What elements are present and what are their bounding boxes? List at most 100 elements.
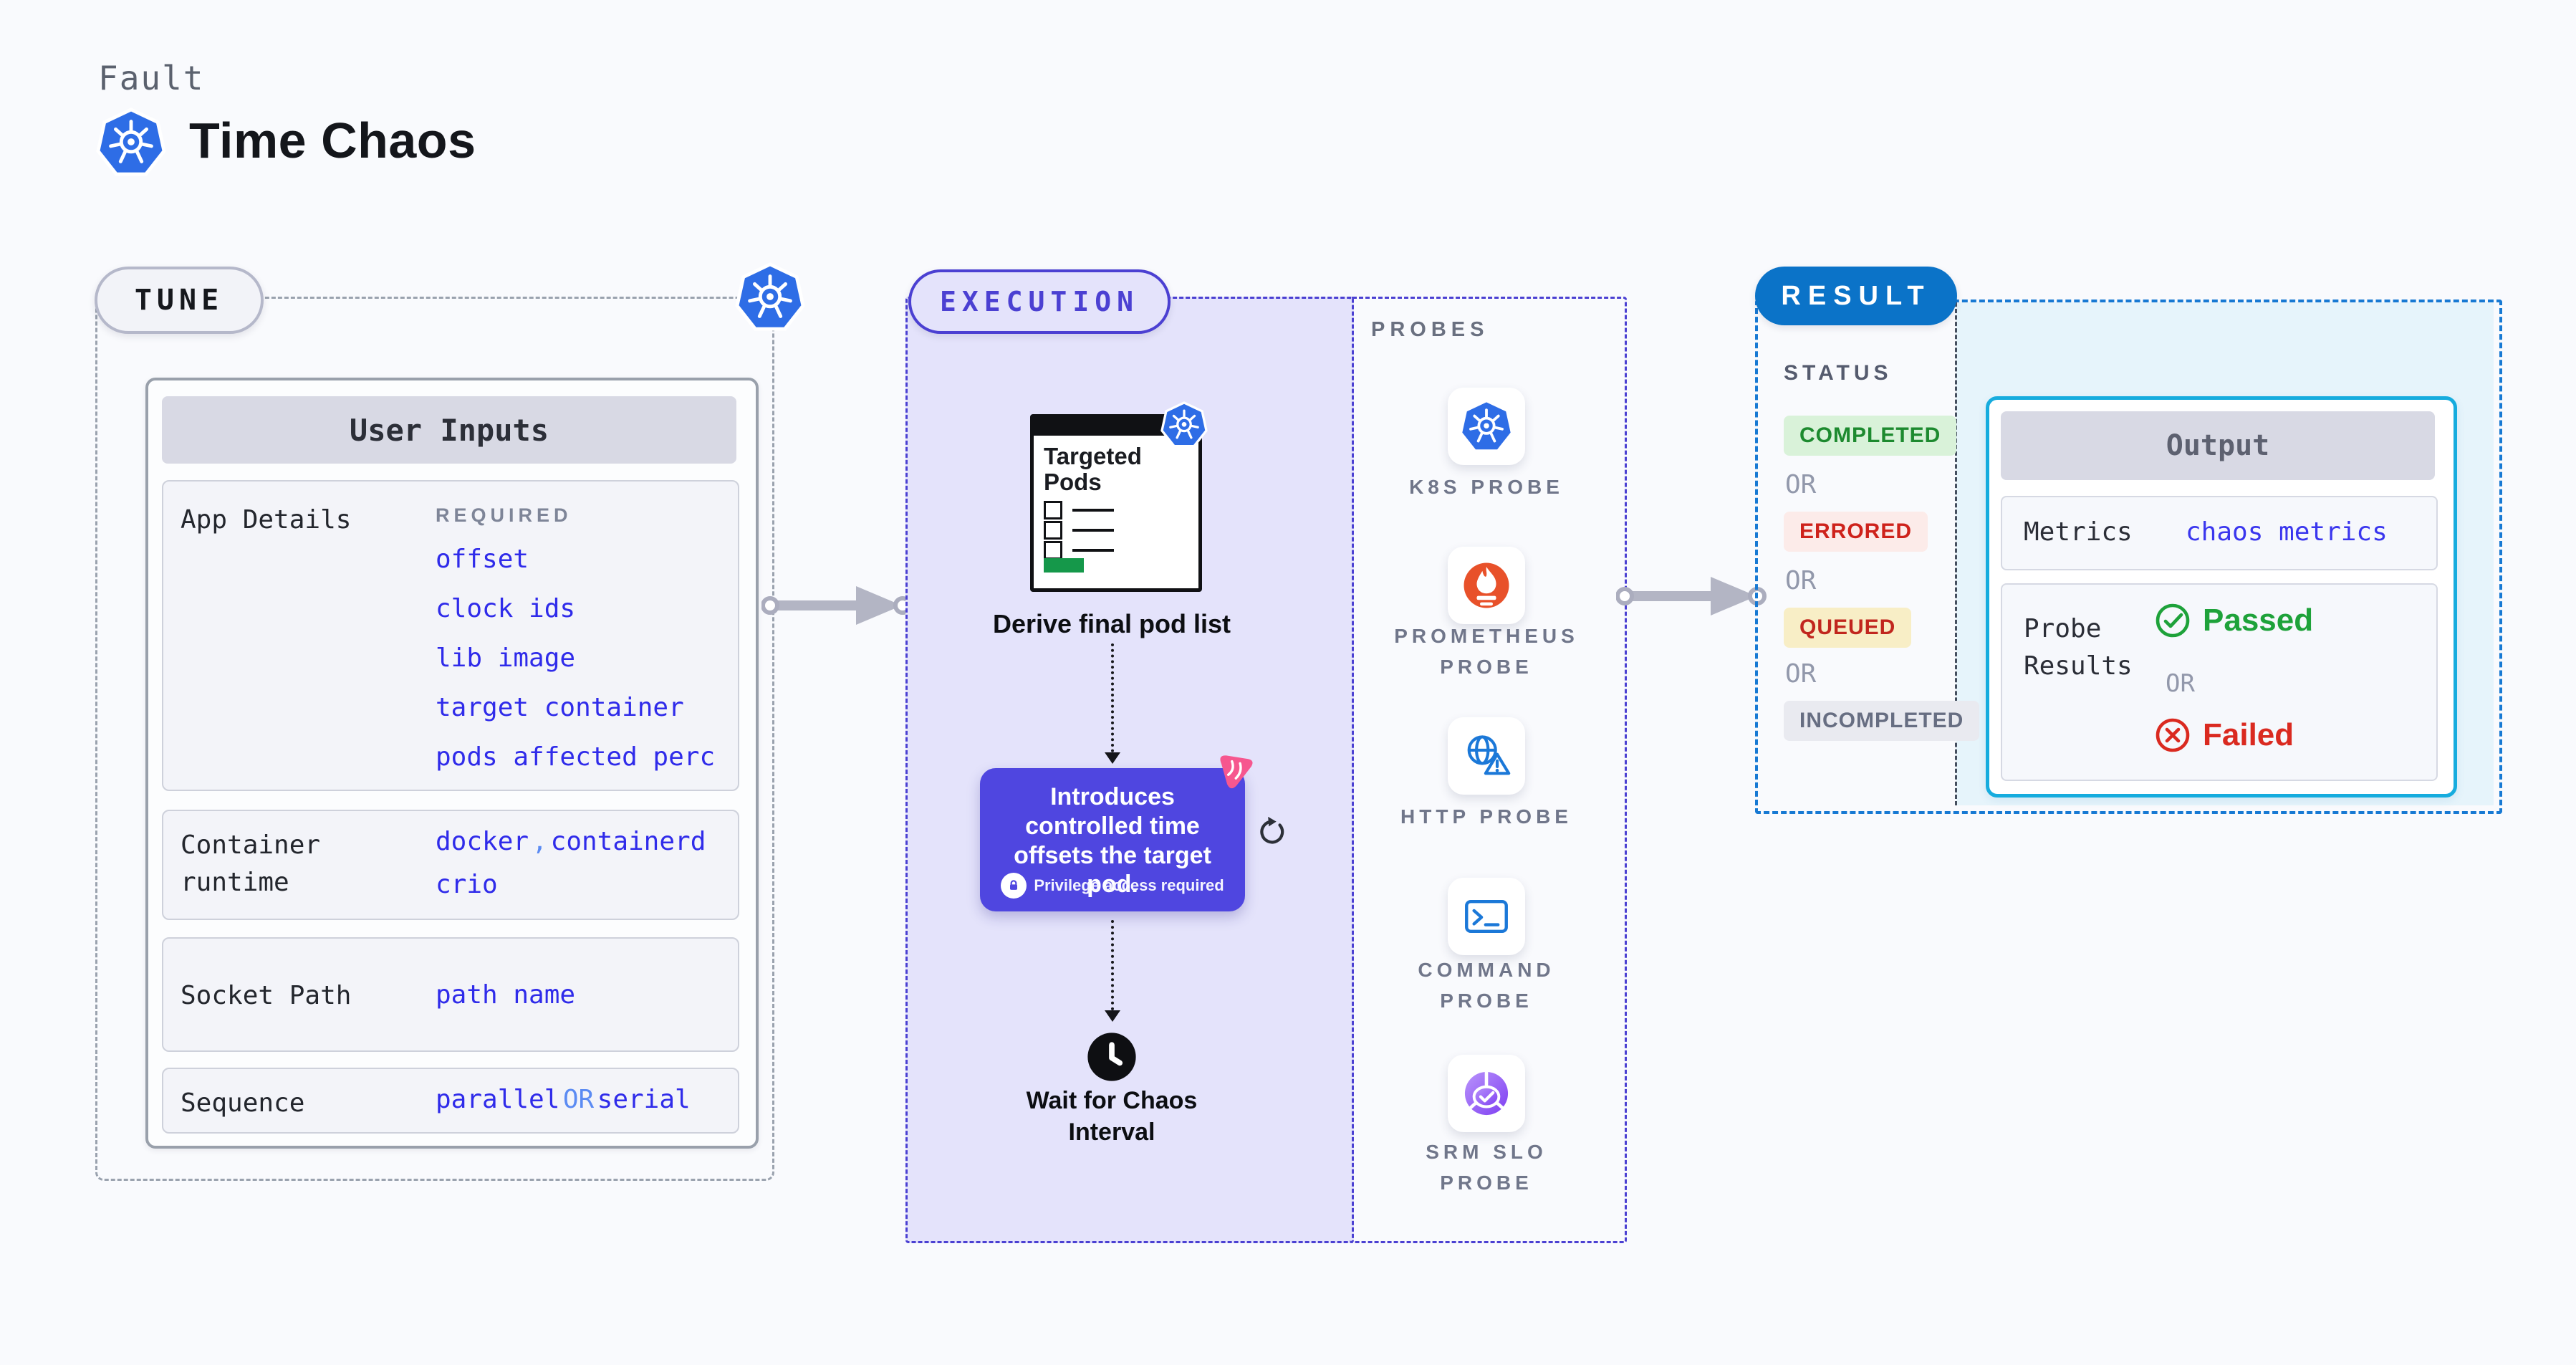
slo-pie-check-icon (1464, 1071, 1509, 1116)
status-badge-errored: ERRORED (1784, 512, 1928, 552)
http-probe-tile (1448, 717, 1525, 795)
result-section-box (1755, 300, 2502, 814)
offset-link[interactable]: offset (436, 545, 529, 574)
kubernetes-icon (1160, 401, 1208, 449)
tune-section-pill: TUNE (95, 267, 264, 334)
container-runtime-label: Container runtime (181, 830, 321, 898)
fault-eyebrow: Fault (98, 59, 205, 97)
http-globe-warning-icon (1467, 735, 1511, 775)
http-probe-label: HTTP PROBE (1400, 805, 1572, 828)
pod-line (1072, 529, 1114, 532)
kubernetes-icon (96, 107, 166, 178)
probe-results-label: Probe Results (2024, 614, 2133, 681)
command-probe-tile (1448, 878, 1525, 955)
chaos-logo-icon (1220, 755, 1253, 789)
socket-path-panel: Socket Path path name (162, 937, 739, 1052)
refresh-icon (1260, 816, 1284, 844)
result-divider (1955, 302, 1957, 805)
pods-affected-perc-link[interactable]: pods affected perc (436, 742, 716, 772)
flow-connector (1111, 643, 1114, 752)
socket-path-label: Socket Path (181, 981, 352, 1010)
k8s-probe-tile (1448, 388, 1525, 465)
execution-section-pill: EXECUTION (908, 269, 1171, 334)
status-or-label: OR (1785, 470, 1817, 499)
metrics-label: Metrics (2024, 517, 2133, 547)
status-badge-completed: COMPLETED (1784, 416, 1957, 456)
x-circle-icon (2156, 718, 2190, 752)
serial-link[interactable]: serial (597, 1085, 691, 1114)
path-name-link[interactable]: path name (436, 980, 576, 1010)
derive-pod-list-label: Derive final pod list (992, 609, 1231, 638)
pod-line (1072, 509, 1114, 512)
srm-slo-probe-label: SRM SLO PROBE (1426, 1141, 1547, 1194)
arrow-down-icon (1105, 1010, 1120, 1022)
metrics-row: Metrics chaos metrics (2001, 496, 2438, 570)
user-inputs-card: User Inputs App Details REQUIRED offset … (145, 378, 759, 1149)
pod-list-item (1044, 541, 1114, 560)
passed-label: Passed (2203, 603, 2314, 638)
output-title: Output (2001, 411, 2435, 480)
app-details-links: offset clock ids lib image target contai… (436, 545, 715, 772)
status-badge-incompleted: INCOMPLETED (1784, 701, 1980, 741)
prometheus-icon (1464, 562, 1509, 608)
probes-section-box (1350, 297, 1627, 1243)
failed-label: Failed (2203, 717, 2294, 752)
clock-icon (1087, 1033, 1136, 1081)
checkbox-icon (1044, 501, 1062, 519)
container-runtime-panel: Container runtime docker , containerd cr… (162, 810, 739, 920)
fault-description-card: Introduces controlled time offsets the t… (980, 768, 1245, 911)
pod-line (1072, 549, 1114, 552)
probes-title: PROBES (1371, 318, 1489, 341)
clock-ids-link[interactable]: clock ids (436, 594, 576, 623)
fault-description-text: Introduces controlled time offsets the t… (1014, 783, 1211, 899)
app-details-panel: App Details REQUIRED offset clock ids li… (162, 480, 739, 791)
sequence-label: Sequence (181, 1088, 305, 1118)
flow-connector (1111, 920, 1114, 1010)
parallel-link[interactable]: parallel (436, 1085, 560, 1114)
containerd-link[interactable]: containerd (550, 827, 706, 856)
sequence-or: OR (562, 1085, 595, 1114)
kubernetes-icon (1459, 399, 1514, 454)
output-card: Output Metrics chaos metrics Probe Resul… (1986, 396, 2457, 798)
chaos-metrics-link[interactable]: chaos metrics (2186, 517, 2388, 547)
status-title: STATUS (1784, 361, 1893, 385)
arrow-down-icon (1105, 752, 1120, 764)
prometheus-probe-tile (1448, 547, 1525, 624)
checkbox-icon (1044, 521, 1062, 540)
page-title: Time Chaos (189, 112, 476, 168)
pod-list-item (1044, 501, 1114, 519)
target-container-link[interactable]: target container (436, 693, 684, 722)
flow-arrow-probes-to-result (1616, 577, 1767, 616)
result-section-pill: RESULT (1755, 267, 1957, 325)
sequence-panel: Sequence parallel OR serial (162, 1068, 739, 1134)
status-or-label: OR (1785, 566, 1817, 595)
checkbox-icon (1044, 541, 1062, 560)
probe-results-row: Probe Results Passed OR Failed (2001, 583, 2438, 781)
terminal-icon (1465, 899, 1508, 934)
command-probe-label: COMMAND PROBE (1418, 959, 1555, 1012)
privilege-note-text: Privilege access required (1034, 876, 1224, 894)
required-tag: REQUIRED (436, 504, 572, 526)
status-or-label: OR (1785, 659, 1817, 689)
check-circle-icon (2156, 603, 2190, 638)
lock-icon (1001, 873, 1027, 899)
status-badge-queued: QUEUED (1784, 608, 1912, 648)
k8s-probe-label: K8S PROBE (1409, 476, 1564, 498)
progress-bar (1044, 558, 1084, 573)
targeted-pods-title: Targeted Pods (1044, 443, 1142, 496)
user-inputs-title: User Inputs (162, 396, 736, 464)
probe-or-label: OR (2166, 669, 2195, 698)
privilege-note: Privilege access required (980, 873, 1245, 899)
lib-image-link[interactable]: lib image (436, 643, 576, 673)
probe-failed-row: Failed (2154, 717, 2294, 754)
flow-arrow-tune-to-execution (761, 586, 912, 625)
srm-slo-probe-tile (1448, 1055, 1525, 1132)
pod-list-item (1044, 521, 1114, 540)
crio-link[interactable]: crio (436, 870, 498, 899)
app-details-label: App Details (181, 505, 352, 535)
tune-section-box (95, 297, 774, 1181)
docker-link[interactable]: docker (436, 827, 529, 856)
wait-interval-label: Wait for Chaos Interval (1026, 1087, 1198, 1146)
kubernetes-icon (735, 262, 805, 332)
